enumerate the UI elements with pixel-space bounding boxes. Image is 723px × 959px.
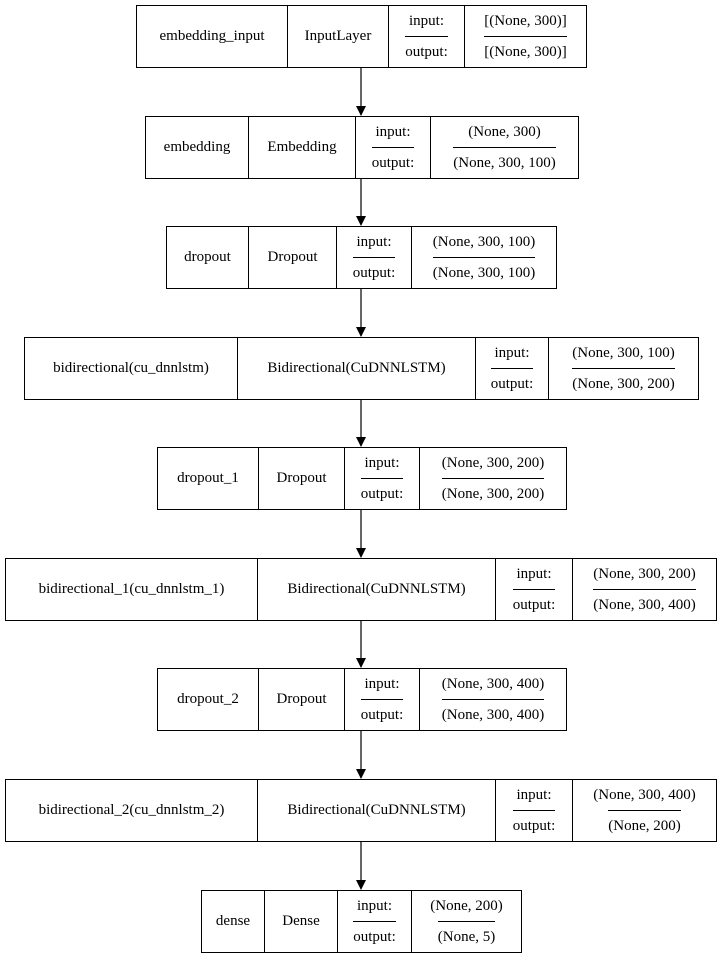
layer-name: bidirectional_1(cu_dnnlstm_1)	[6, 559, 258, 620]
io-shapes: (None, 300, 100) (None, 300, 200)	[549, 338, 698, 399]
io-shapes: (None, 300, 200) (None, 300, 200)	[420, 448, 566, 509]
layer-type: Dropout	[259, 669, 345, 730]
input-label: input:	[356, 233, 392, 250]
io-labels: input: output:	[389, 6, 465, 67]
output-shape: (None, 300, 100)	[453, 147, 556, 178]
layer-node-dense: dense Dense input: output: (None, 200) (…	[201, 890, 522, 953]
input-label: input:	[408, 12, 444, 29]
output-label: output:	[353, 921, 396, 952]
layer-name: dropout_2	[158, 669, 259, 730]
io-shapes: (None, 300, 400) (None, 300, 400)	[420, 669, 566, 730]
layer-type: Bidirectional(CuDNNLSTM)	[258, 780, 496, 841]
layer-node-dropout-1: dropout_1 Dropout input: output: (None, …	[157, 447, 567, 510]
io-labels: input: output:	[345, 448, 420, 509]
layer-type: InputLayer	[288, 6, 389, 67]
input-label: input:	[494, 344, 530, 361]
output-label: output:	[352, 257, 396, 288]
output-label: output:	[371, 147, 415, 178]
input-shape: (None, 300, 200)	[441, 454, 545, 471]
output-shape: (None, 300, 400)	[593, 589, 696, 620]
output-shape: (None, 5)	[437, 921, 496, 952]
io-shapes: (None, 300) (None, 300, 100)	[431, 117, 578, 178]
output-label: output:	[512, 589, 556, 620]
layer-type: Bidirectional(CuDNNLSTM)	[258, 559, 496, 620]
io-shapes: (None, 300, 200) (None, 300, 400)	[573, 559, 716, 620]
output-label: output:	[360, 478, 404, 509]
layer-node-bidirectional-1-cu-dnnlstm-1: bidirectional_1(cu_dnnlstm_1) Bidirectio…	[5, 558, 717, 621]
input-label: input:	[516, 565, 552, 582]
layer-node-embedding-input: embedding_input InputLayer input: output…	[136, 5, 587, 68]
layer-name: dropout_1	[158, 448, 259, 509]
output-shape: (None, 300, 100)	[432, 257, 536, 288]
output-shape: (None, 300, 400)	[441, 699, 545, 730]
layer-type: Bidirectional(CuDNNLSTM)	[238, 338, 476, 399]
layer-type: Dropout	[249, 227, 337, 288]
layer-type: Embedding	[249, 117, 356, 178]
output-shape: [(None, 300)]	[484, 36, 567, 67]
output-shape: (None, 200)	[608, 810, 681, 841]
layer-name: bidirectional(cu_dnnlstm)	[25, 338, 238, 399]
layer-type: Dropout	[259, 448, 345, 509]
layer-name: embedding	[146, 117, 249, 178]
layer-node-dropout: dropout Dropout input: output: (None, 30…	[166, 226, 557, 289]
layer-node-bidirectional-cu-dnnlstm: bidirectional(cu_dnnlstm) Bidirectional(…	[24, 337, 699, 400]
io-labels: input: output:	[345, 669, 420, 730]
io-labels: input: output:	[337, 227, 412, 288]
output-label: output:	[490, 368, 534, 399]
output-label: output:	[360, 699, 404, 730]
input-label: input:	[516, 786, 552, 803]
input-label: input:	[356, 897, 392, 914]
io-shapes: (None, 300, 400) (None, 200)	[573, 780, 716, 841]
input-shape: [(None, 300)]	[484, 12, 567, 29]
io-labels: input: output:	[496, 559, 573, 620]
layer-node-bidirectional-2-cu-dnnlstm-2: bidirectional_2(cu_dnnlstm_2) Bidirectio…	[5, 779, 717, 842]
layer-name: bidirectional_2(cu_dnnlstm_2)	[6, 780, 258, 841]
io-shapes: (None, 200) (None, 5)	[412, 891, 521, 952]
layer-name: embedding_input	[137, 6, 288, 67]
input-shape: (None, 300, 400)	[441, 675, 545, 692]
output-shape: (None, 300, 200)	[572, 368, 675, 399]
io-labels: input: output:	[356, 117, 431, 178]
output-shape: (None, 300, 200)	[441, 478, 545, 509]
io-labels: input: output:	[476, 338, 549, 399]
layer-type: Dense	[265, 891, 338, 952]
output-label: output:	[512, 810, 556, 841]
layer-name: dropout	[167, 227, 249, 288]
input-shape: (None, 300, 200)	[593, 565, 696, 582]
output-label: output:	[405, 36, 448, 67]
input-shape: (None, 300, 400)	[593, 786, 696, 803]
io-shapes: [(None, 300)] [(None, 300)]	[465, 6, 586, 67]
layer-name: dense	[202, 891, 265, 952]
input-shape: (None, 200)	[430, 897, 503, 914]
input-label: input:	[364, 675, 400, 692]
input-shape: (None, 300, 100)	[572, 344, 675, 361]
input-shape: (None, 300, 100)	[432, 233, 536, 250]
input-shape: (None, 300)	[468, 123, 541, 140]
input-label: input:	[375, 123, 411, 140]
input-label: input:	[364, 454, 400, 471]
io-shapes: (None, 300, 100) (None, 300, 100)	[412, 227, 556, 288]
layer-node-dropout-2: dropout_2 Dropout input: output: (None, …	[157, 668, 567, 731]
io-labels: input: output:	[338, 891, 412, 952]
io-labels: input: output:	[496, 780, 573, 841]
layer-node-embedding: embedding Embedding input: output: (None…	[145, 116, 579, 179]
